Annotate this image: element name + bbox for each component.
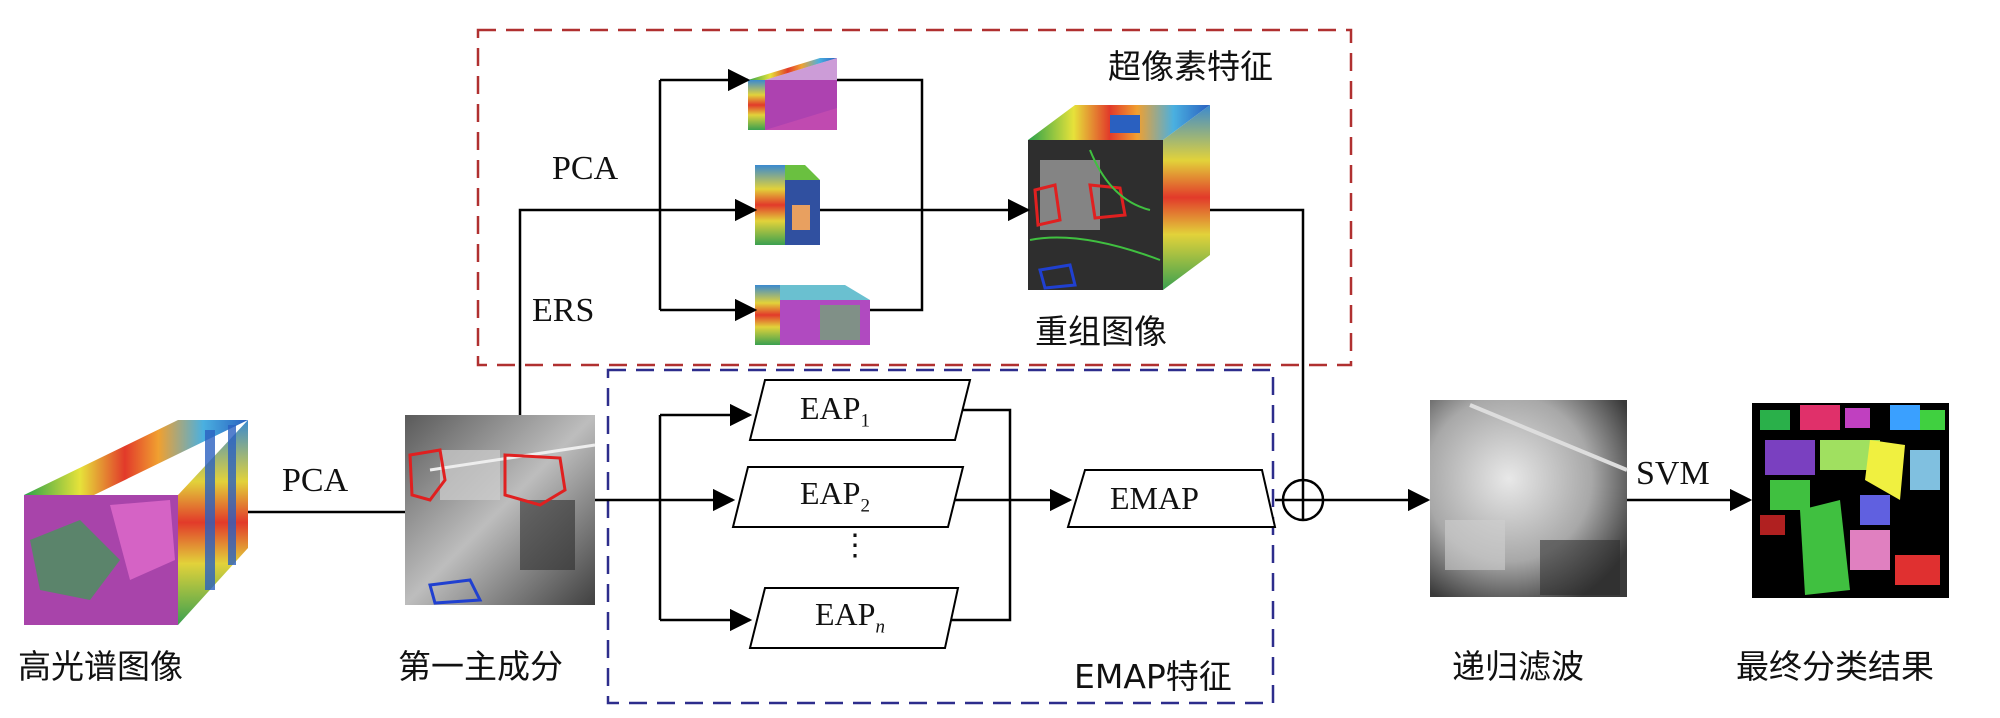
connectors — [248, 68, 1753, 632]
edge-svm-label: SVM — [1636, 455, 1710, 492]
eap2-label: EAP2 — [800, 475, 870, 517]
hyperspectral-cube — [24, 420, 248, 625]
classification-map — [1752, 403, 1949, 598]
edge-ers-label: ERS — [532, 292, 595, 329]
superpixel-region-label: 超像素特征 — [1108, 47, 1273, 86]
eapn-box — [748, 587, 960, 649]
eap1-box — [748, 379, 972, 441]
superpixel-region — [476, 28, 1353, 367]
edge-pca-main-label: PCA — [282, 462, 349, 499]
first-pc-image — [405, 415, 596, 605]
stage-hsi-label: 高光谱图像 — [18, 647, 183, 686]
eap2-box — [731, 466, 965, 528]
stage-final-result-label: 最终分类结果 — [1736, 647, 1934, 686]
eap-ellipsis: ⋮ — [840, 529, 870, 562]
stage-reconstructed-label: 重组图像 — [1035, 312, 1167, 351]
eapn-label: EAPn — [815, 596, 885, 638]
emap-box — [1066, 469, 1277, 528]
small-cube-3 — [755, 285, 870, 345]
recursive-filter-image — [1430, 400, 1628, 597]
small-cube-1 — [748, 58, 837, 130]
emap-label: EMAP — [1110, 480, 1199, 516]
reconstructed-cube — [1028, 105, 1210, 290]
emap-region — [606, 368, 1275, 705]
emap-region-label: EMAP特征 — [1074, 657, 1232, 696]
sum-node — [1281, 478, 1325, 522]
stage-recursive-filter-label: 递归滤波 — [1452, 647, 1584, 686]
stage-first-pc-label: 第一主成分 — [398, 647, 563, 686]
edge-pca-superpixel-label: PCA — [552, 150, 619, 187]
small-cube-2 — [755, 165, 820, 245]
eap1-label: EAP1 — [800, 390, 870, 432]
